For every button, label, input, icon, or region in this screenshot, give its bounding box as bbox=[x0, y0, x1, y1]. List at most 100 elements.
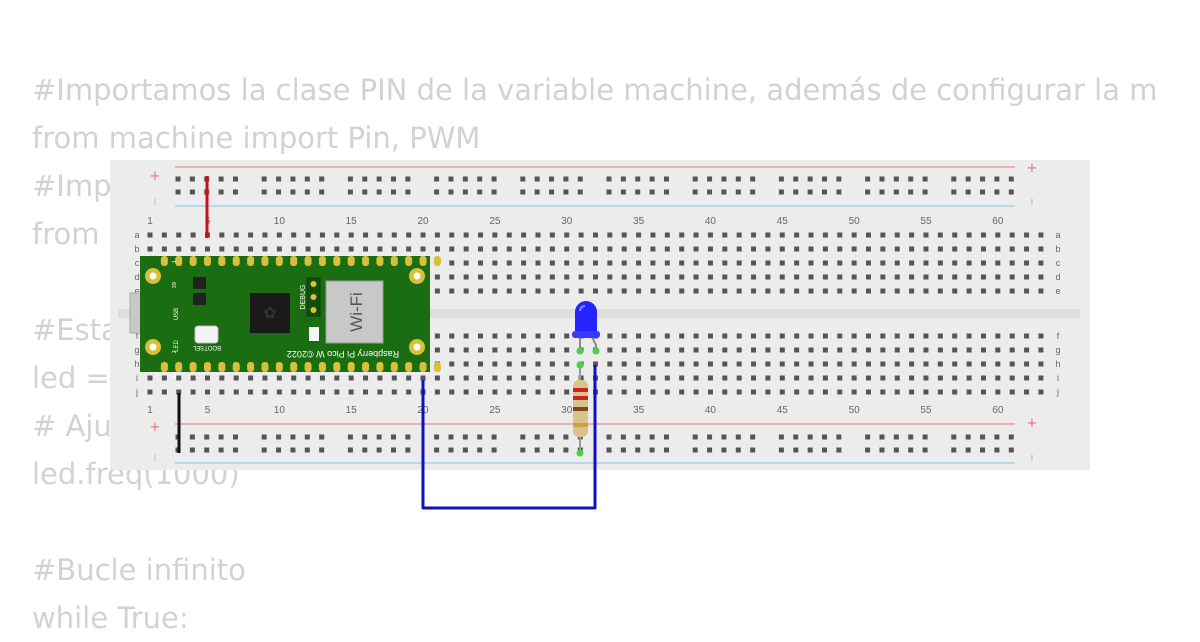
hole-i13[interactable] bbox=[319, 375, 325, 381]
rail-hole[interactable] bbox=[635, 176, 641, 182]
rail-hole[interactable] bbox=[750, 189, 756, 195]
hole-f47[interactable] bbox=[808, 333, 814, 339]
hole-h56[interactable] bbox=[937, 361, 943, 367]
hole-h37[interactable] bbox=[664, 361, 670, 367]
rail-hole[interactable] bbox=[405, 176, 411, 182]
rail-hole[interactable] bbox=[606, 434, 612, 440]
rail-hole[interactable] bbox=[491, 434, 497, 440]
hole-b45[interactable] bbox=[779, 246, 785, 252]
rail-hole[interactable] bbox=[218, 176, 224, 182]
hole-b46[interactable] bbox=[794, 246, 800, 252]
hole-j52[interactable] bbox=[880, 389, 886, 395]
hole-i43[interactable] bbox=[751, 375, 757, 381]
hole-a4[interactable] bbox=[190, 232, 196, 238]
hole-e47[interactable] bbox=[808, 288, 814, 294]
hole-i42[interactable] bbox=[736, 375, 742, 381]
rail-hole[interactable] bbox=[750, 434, 756, 440]
rail-hole[interactable] bbox=[448, 189, 454, 195]
rail-hole[interactable] bbox=[649, 434, 655, 440]
hole-a56[interactable] bbox=[937, 232, 943, 238]
hole-b44[interactable] bbox=[765, 246, 771, 252]
hole-g63[interactable] bbox=[1038, 347, 1044, 353]
hole-a12[interactable] bbox=[305, 232, 311, 238]
rail-hole[interactable] bbox=[520, 189, 526, 195]
rail-hole[interactable] bbox=[520, 447, 526, 453]
hole-f44[interactable] bbox=[765, 333, 771, 339]
hole-i23[interactable] bbox=[463, 375, 469, 381]
hole-f61[interactable] bbox=[1009, 333, 1015, 339]
hole-h25[interactable] bbox=[492, 361, 498, 367]
hole-b51[interactable] bbox=[866, 246, 871, 252]
hole-f21[interactable] bbox=[434, 333, 440, 339]
hole-e33[interactable] bbox=[607, 288, 613, 294]
rail-hole[interactable] bbox=[922, 189, 928, 195]
hole-i54[interactable] bbox=[909, 375, 915, 381]
hole-b49[interactable] bbox=[837, 246, 843, 252]
hole-g49[interactable] bbox=[837, 347, 843, 353]
hole-d36[interactable] bbox=[650, 274, 656, 280]
hole-b3[interactable] bbox=[176, 246, 182, 252]
hole-j23[interactable] bbox=[463, 389, 469, 395]
resistor-pin-top[interactable] bbox=[576, 361, 584, 369]
hole-j10[interactable] bbox=[276, 389, 282, 395]
hole-i60[interactable] bbox=[995, 375, 1001, 381]
rail-hole[interactable] bbox=[908, 447, 914, 453]
rail-hole[interactable] bbox=[721, 176, 727, 182]
rail-hole[interactable] bbox=[477, 447, 483, 453]
hole-b24[interactable] bbox=[478, 246, 484, 252]
hole-j1[interactable] bbox=[147, 389, 153, 395]
rail-hole[interactable] bbox=[807, 447, 813, 453]
hole-j16[interactable] bbox=[363, 389, 369, 395]
rail-hole[interactable] bbox=[462, 447, 468, 453]
hole-j29[interactable] bbox=[549, 389, 555, 395]
hole-i2[interactable] bbox=[161, 375, 167, 381]
hole-f29[interactable] bbox=[549, 333, 555, 339]
rail-hole[interactable] bbox=[692, 176, 698, 182]
hole-j39[interactable] bbox=[693, 389, 699, 395]
hole-h38[interactable] bbox=[679, 361, 685, 367]
hole-g27[interactable] bbox=[521, 347, 527, 353]
hole-j42[interactable] bbox=[736, 389, 742, 395]
rail-hole[interactable] bbox=[304, 176, 310, 182]
hole-a26[interactable] bbox=[506, 232, 512, 238]
hole-i38[interactable] bbox=[679, 375, 685, 381]
hole-j26[interactable] bbox=[506, 389, 512, 395]
hole-b1[interactable] bbox=[147, 246, 153, 252]
rail-hole[interactable] bbox=[807, 434, 813, 440]
hole-b9[interactable] bbox=[262, 246, 268, 252]
hole-b60[interactable] bbox=[995, 246, 1001, 252]
hole-h29[interactable] bbox=[549, 361, 555, 367]
hole-e56[interactable] bbox=[937, 288, 943, 294]
hole-j36[interactable] bbox=[650, 389, 656, 395]
hole-c42[interactable] bbox=[736, 260, 742, 266]
hole-i19[interactable] bbox=[406, 375, 412, 381]
hole-e49[interactable] bbox=[837, 288, 843, 294]
hole-i21[interactable] bbox=[434, 375, 440, 381]
hole-b8[interactable] bbox=[248, 246, 254, 252]
rail-hole[interactable] bbox=[577, 189, 583, 195]
hole-j60[interactable] bbox=[995, 389, 1001, 395]
rail-hole[interactable] bbox=[434, 447, 440, 453]
hole-d30[interactable] bbox=[564, 274, 570, 280]
hole-b14[interactable] bbox=[334, 246, 340, 252]
hole-j59[interactable] bbox=[980, 389, 986, 395]
hole-e27[interactable] bbox=[521, 288, 527, 294]
hole-i57[interactable] bbox=[952, 375, 958, 381]
rail-hole[interactable] bbox=[304, 189, 310, 195]
rail-hole[interactable] bbox=[232, 434, 238, 440]
hole-j47[interactable] bbox=[808, 389, 814, 395]
hole-j14[interactable] bbox=[334, 389, 340, 395]
rail-hole[interactable] bbox=[204, 434, 210, 440]
rail-hole[interactable] bbox=[477, 434, 483, 440]
hole-c61[interactable] bbox=[1009, 260, 1015, 266]
hole-d56[interactable] bbox=[937, 274, 943, 280]
hole-j49[interactable] bbox=[837, 389, 843, 395]
hole-b6[interactable] bbox=[219, 246, 225, 252]
hole-i4[interactable] bbox=[190, 375, 196, 381]
rail-hole[interactable] bbox=[778, 434, 784, 440]
rail-hole[interactable] bbox=[606, 176, 612, 182]
hole-j44[interactable] bbox=[765, 389, 771, 395]
hole-j24[interactable] bbox=[478, 389, 484, 395]
hole-i45[interactable] bbox=[779, 375, 785, 381]
hole-a7[interactable] bbox=[233, 232, 239, 238]
